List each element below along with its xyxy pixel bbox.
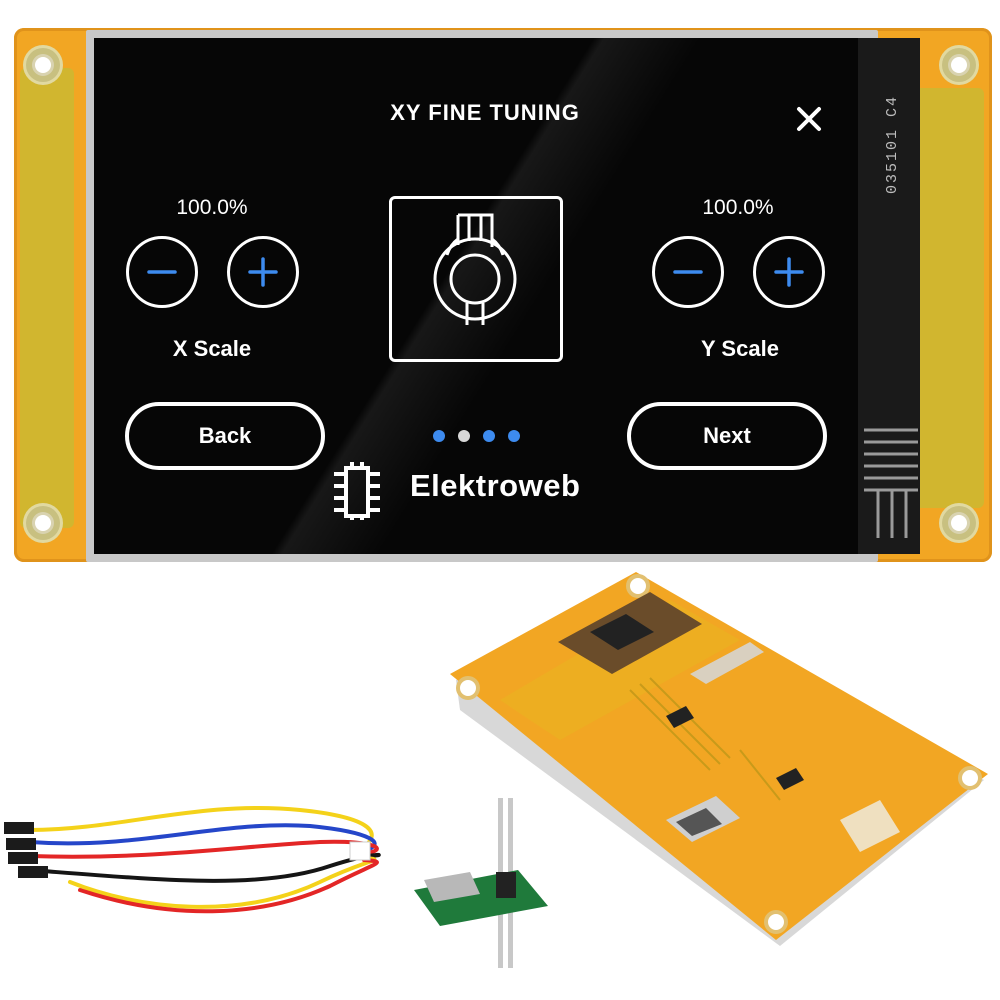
- minus-icon: [673, 270, 703, 274]
- elektroweb-watermark: Elektroweb: [410, 468, 581, 503]
- y-scale-label: Y Scale: [701, 336, 779, 361]
- mounting-hole: [942, 506, 976, 540]
- page-dot: [433, 430, 445, 442]
- next-button[interactable]: Next: [627, 402, 827, 470]
- elektroweb-logo-icon: [334, 462, 380, 520]
- y-scale-increase-button[interactable]: [753, 236, 825, 308]
- screen-title: XY FINE TUNING: [390, 100, 580, 125]
- mounting-hole: [942, 48, 976, 82]
- page-dot: [458, 430, 470, 442]
- mounting-hole: [26, 48, 60, 82]
- plus-icon: [248, 257, 278, 287]
- nozzle-preview: [389, 196, 563, 362]
- back-button[interactable]: Back: [125, 402, 325, 470]
- x-scale-increase-button[interactable]: [227, 236, 299, 308]
- close-button[interactable]: [792, 102, 826, 136]
- y-scale-value: 100.0%: [702, 196, 774, 219]
- x-scale-value: 100.0%: [176, 196, 248, 219]
- display-module-back: [450, 572, 988, 946]
- connection-cable: [4, 806, 381, 914]
- flex-print-text: 035101 C4: [884, 94, 901, 194]
- mounting-hole: [26, 506, 60, 540]
- y-scale-decrease-button[interactable]: [652, 236, 724, 308]
- x-scale-decrease-button[interactable]: [126, 236, 198, 308]
- plus-icon: [774, 257, 804, 287]
- display-flex-cable: [858, 38, 920, 554]
- x-scale-label: X Scale: [172, 336, 252, 361]
- close-icon: [797, 107, 821, 131]
- nozzle-icon: [433, 213, 517, 325]
- page-dot: [508, 430, 520, 442]
- usb-adapter: [414, 798, 548, 968]
- minus-icon: [147, 270, 177, 274]
- page-dot: [483, 430, 495, 442]
